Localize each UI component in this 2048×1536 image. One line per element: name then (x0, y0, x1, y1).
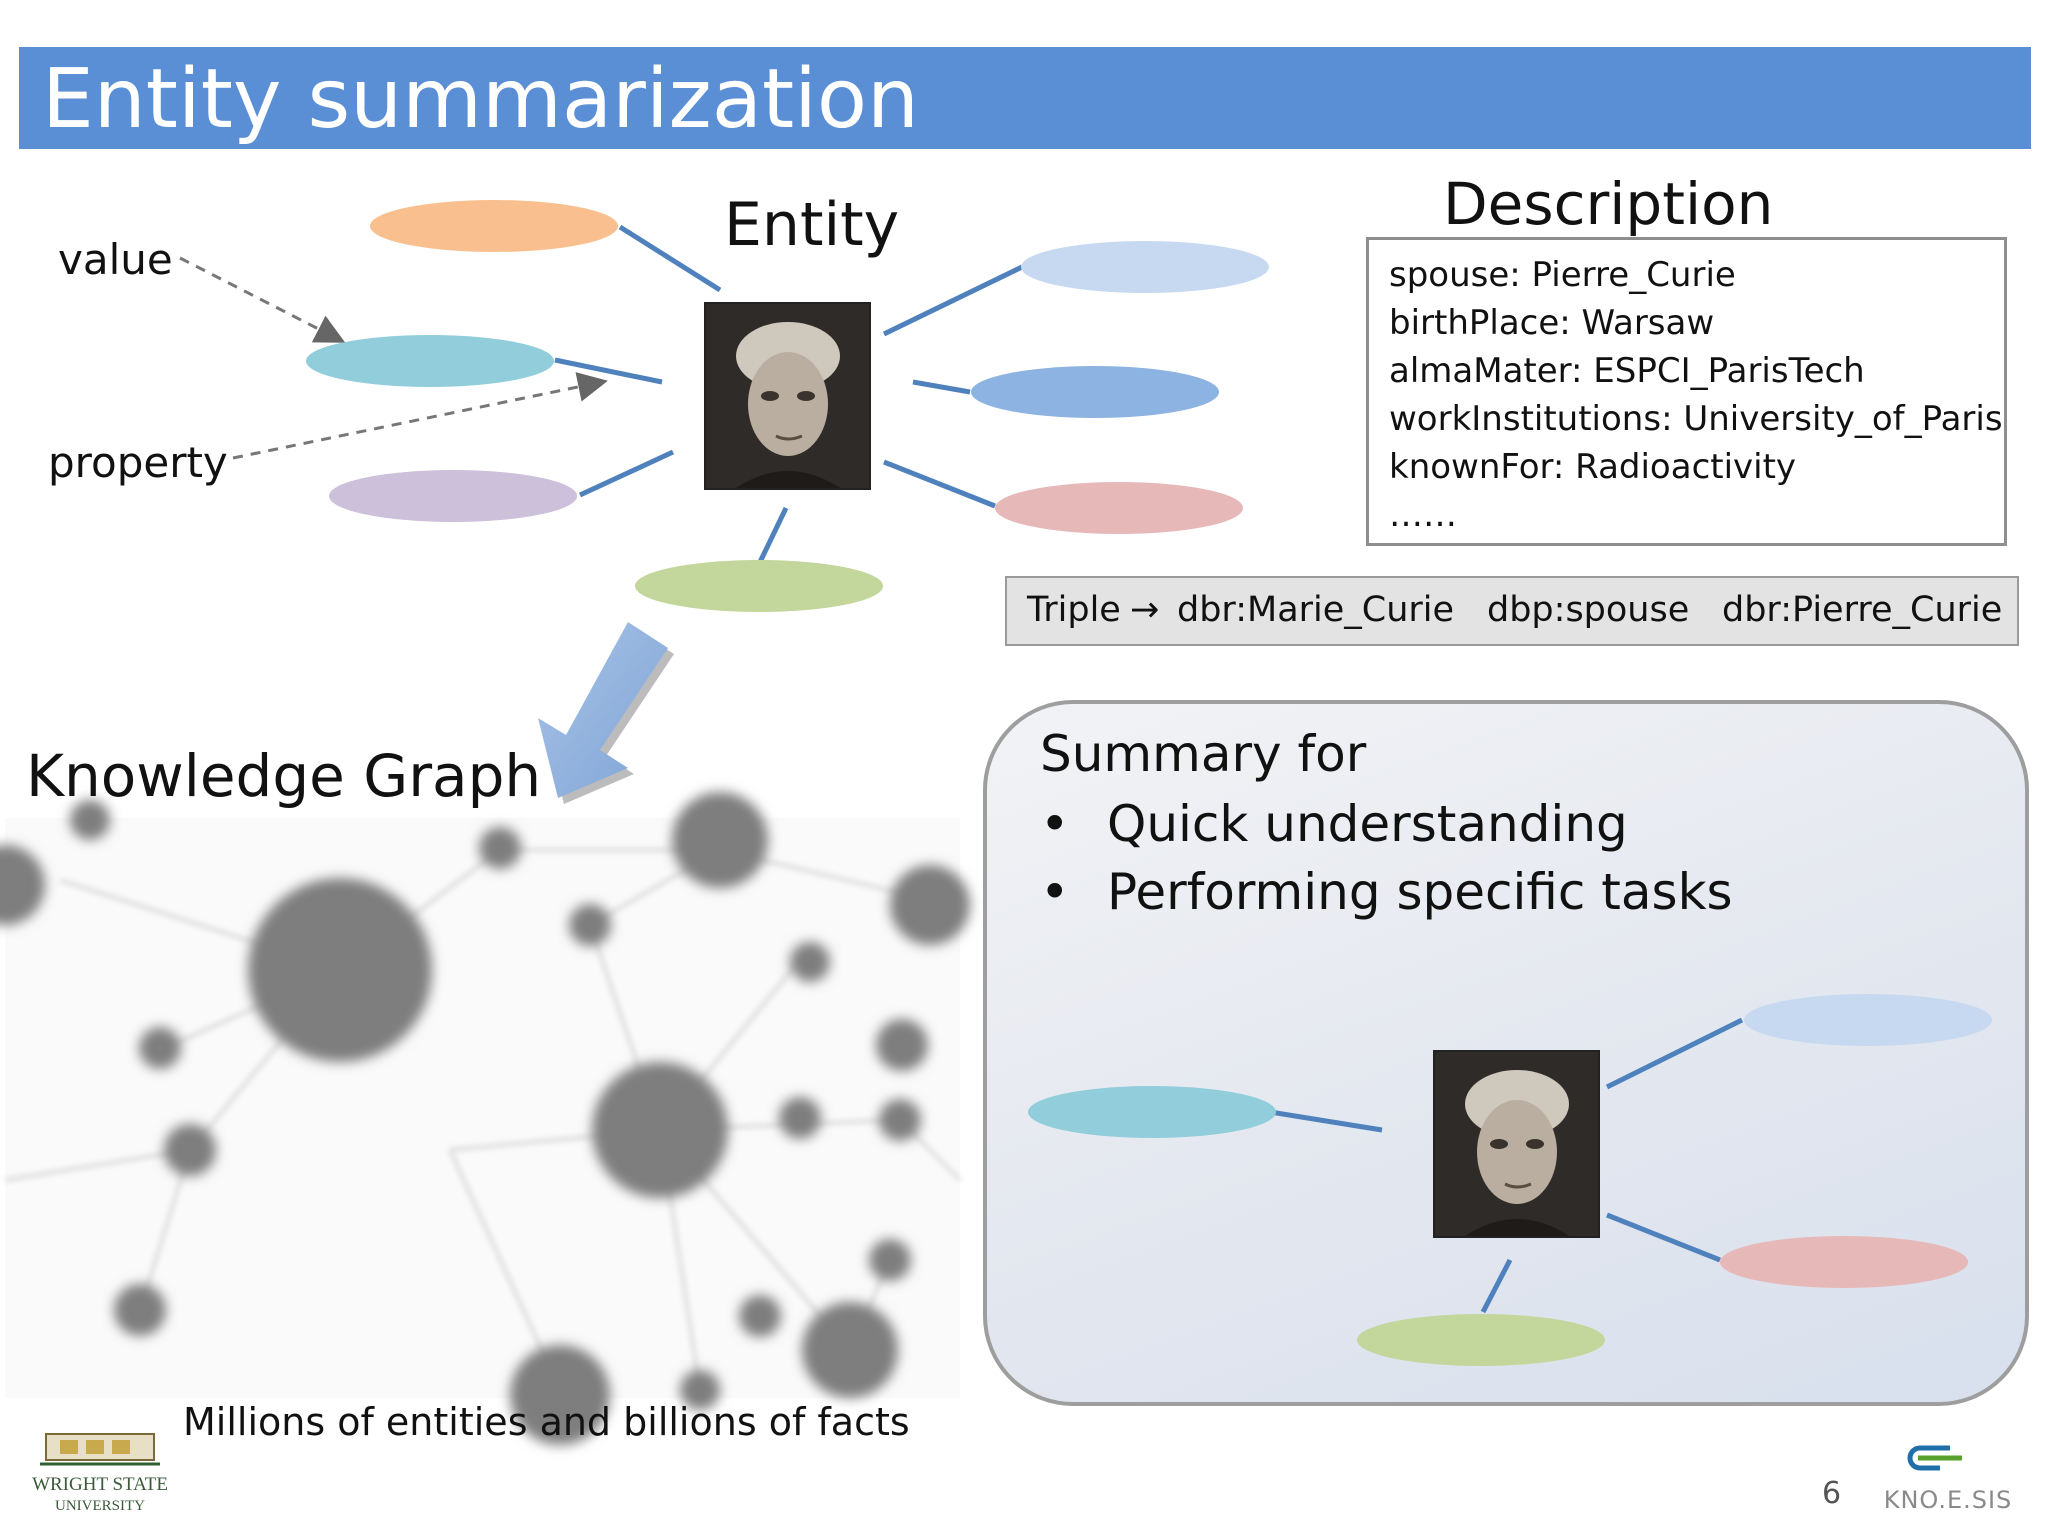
title-bar (19, 47, 2031, 149)
entity-label: Entity (724, 190, 900, 260)
right-arrow-icon: → (1130, 590, 1160, 630)
value-node-teal (306, 335, 554, 387)
summary-value-green (1357, 1314, 1605, 1366)
wsu-logo-line1: WRIGHT STATE (32, 1474, 168, 1495)
triple-predicate: dbp:spouse (1487, 590, 1690, 630)
summary-entity-portrait (1433, 1050, 1600, 1238)
description-line: workInstitutions: University_of_Paris (1389, 399, 2003, 439)
summary-heading: Summary for (1040, 725, 1367, 783)
property-pointer (232, 372, 608, 460)
description-line: almaMater: ESPCI_ParisTech (1389, 351, 1865, 391)
bullet-icon: • (1040, 863, 1070, 921)
knoesis-logo-text: KNO.E.SIS (1884, 1486, 2013, 1514)
value-pointer (179, 256, 346, 343)
description-line: …… (1389, 495, 1457, 535)
bullet-icon: • (1040, 795, 1070, 853)
knowledge-graph-label: Knowledge Graph (26, 742, 542, 810)
property-label: property (48, 438, 228, 487)
value-node-green (635, 560, 883, 612)
value-node-light-blue (1021, 241, 1269, 293)
value-node-lavender (329, 470, 577, 522)
entity-edges (554, 224, 1024, 564)
value-label: value (58, 235, 173, 284)
description-heading: Description (1443, 170, 1774, 238)
summary-bullet: Performing specific tasks (1107, 863, 1733, 921)
wright-state-logo: WRIGHT STATE UNIVERSITY (20, 1428, 180, 1528)
entity-portrait (704, 302, 871, 490)
knoesis-logo: KNO.E.SIS (1868, 1436, 2028, 1516)
knowledge-graph-caption: Millions of entities and billions of fac… (183, 1400, 910, 1444)
page-number: 6 (1822, 1476, 1842, 1511)
wsu-logo-line2: UNIVERSITY (55, 1498, 145, 1514)
summary-value-light-blue (1744, 994, 1992, 1046)
knowledge-graph-image (0, 792, 970, 1445)
slide-title: Entity summarization (42, 52, 920, 147)
triple-prefix: Triple (1027, 590, 1121, 630)
description-line: knownFor: Radioactivity (1389, 447, 1797, 487)
triple-subject: dbr:Marie_Curie (1177, 590, 1455, 630)
triple-object: dbr:Pierre_Curie (1722, 590, 2003, 630)
description-line: spouse: Pierre_Curie (1389, 255, 1736, 295)
description-line: birthPlace: Warsaw (1389, 303, 1715, 343)
triple-box: Triple → dbr:Marie_Curie dbp:spouse dbr:… (1005, 576, 2019, 646)
summary-value-pink (1720, 1236, 1968, 1288)
summary-bullet: Quick understanding (1107, 795, 1628, 853)
description-box: spouse: Pierre_Curie birthPlace: Warsaw … (1366, 237, 2007, 546)
value-node-orange (370, 200, 618, 252)
summary-value-teal (1028, 1086, 1276, 1138)
value-node-blue (971, 366, 1219, 418)
down-left-arrow-icon (538, 622, 674, 804)
value-node-pink (995, 482, 1243, 534)
